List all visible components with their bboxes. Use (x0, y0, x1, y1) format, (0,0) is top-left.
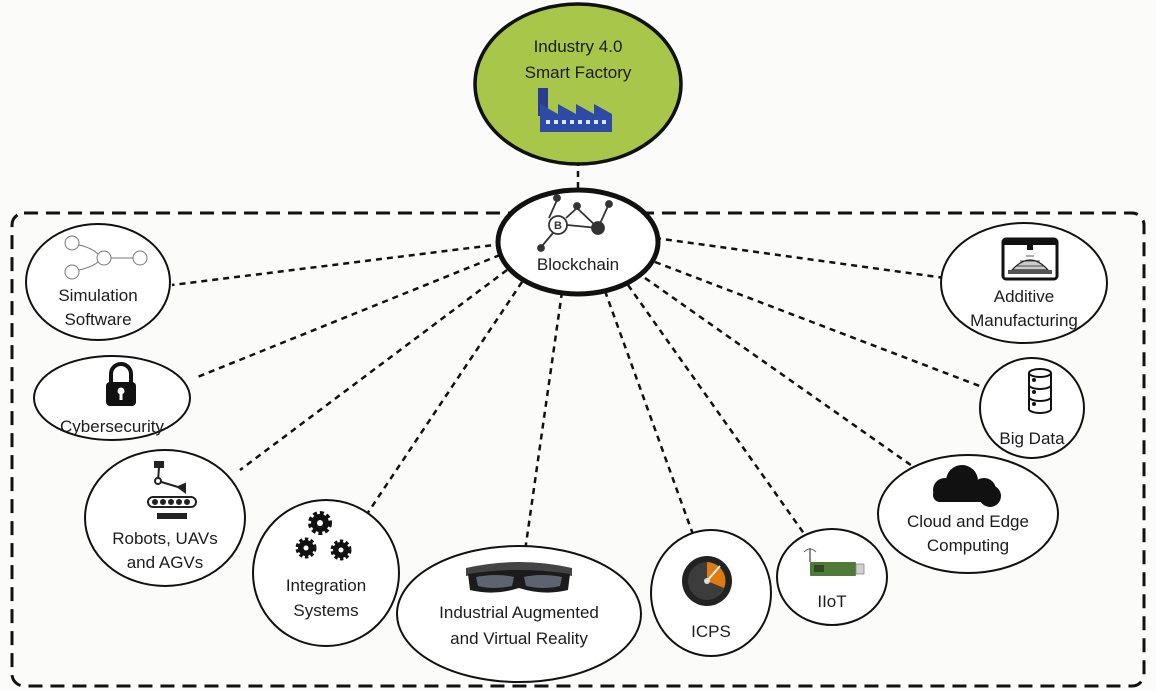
connector-bigdata (654, 260, 991, 392)
smart-factory-node: Industry 4.0 Smart Factory (473, 2, 683, 166)
simulation-line1: Simulation (58, 286, 137, 305)
icps-node: ICPS (650, 529, 772, 657)
cloud-icon (933, 465, 1001, 507)
robots-line2: and AGVs (127, 553, 204, 572)
integration-circle (252, 499, 400, 647)
cloud-line1: Cloud and Edge (907, 512, 1029, 531)
augmented-line1: Industrial Augmented (439, 603, 599, 622)
connector-simulation (171, 242, 503, 287)
additive-manufacturing-node: Additive Manufacturing (940, 222, 1108, 344)
blockchain-label: Blockchain (537, 255, 619, 274)
connectors (171, 160, 991, 566)
database-icon (1028, 368, 1052, 414)
robot-arm-icon (147, 461, 197, 519)
gauge-icon (682, 556, 732, 606)
3d-printer-icon (1001, 237, 1059, 281)
connector-additive (654, 236, 946, 280)
blockchain-circle (495, 187, 661, 297)
iiot-circle (776, 528, 888, 626)
factory-icon (538, 88, 612, 132)
integration-line2: Systems (293, 601, 358, 620)
big-data-node: Big Data (979, 357, 1085, 459)
bigdata-circle (979, 357, 1085, 459)
robots-node: Robots, UAVs and AGVs (84, 449, 246, 587)
gears-icon (295, 511, 352, 561)
cybersecurity-label: Cybersecurity (60, 417, 164, 436)
cybersecurity-node: Cybersecurity (33, 355, 191, 441)
smart-factory-line2: Smart Factory (525, 63, 632, 82)
augmented-reality-node: Industrial Augmented and Virtual Reality (396, 545, 642, 683)
integration-node: Integration Systems (252, 499, 400, 647)
cloud-edge-node: Cloud and Edge Computing (877, 454, 1059, 574)
augmented-line2: and Virtual Reality (450, 629, 588, 648)
icps-label: ICPS (691, 622, 731, 641)
padlock-icon (106, 362, 136, 406)
robots-line1: Robots, UAVs (112, 529, 218, 548)
simulation-flow-icon (64, 235, 148, 280)
integration-line1: Integration (286, 576, 366, 595)
smart-factory-line1: Industry 4.0 (534, 37, 623, 56)
connector-cloud (644, 276, 916, 470)
iiot-node: IIoT (776, 528, 888, 626)
blockchain-hub: B Blockchain (495, 187, 661, 297)
connector-robots (239, 268, 508, 472)
vr-headset-icon (466, 562, 572, 593)
simulation-circle (25, 223, 171, 341)
smart-factory-circle (473, 2, 683, 166)
bigdata-label: Big Data (999, 429, 1065, 448)
augmented-circle (396, 545, 642, 683)
cloud-line2: Computing (927, 536, 1009, 555)
connector-iiot (626, 284, 807, 536)
connector-icps (603, 290, 697, 541)
connector-augmented (521, 291, 564, 566)
additive-line1: Additive (994, 287, 1054, 306)
iot-module-icon (803, 548, 865, 576)
additive-line2: Manufacturing (970, 311, 1078, 330)
blockchain-network-icon: B (537, 194, 613, 252)
iiot-label: IIoT (817, 592, 846, 611)
connector-cybersecurity (194, 253, 501, 380)
simulation-line2: Software (64, 310, 131, 329)
simulation-software-node: Simulation Software (25, 223, 171, 341)
cloud-circle (877, 454, 1059, 574)
additive-circle (940, 222, 1108, 344)
connector-integration (361, 281, 524, 521)
svg-text:B: B (554, 220, 562, 232)
